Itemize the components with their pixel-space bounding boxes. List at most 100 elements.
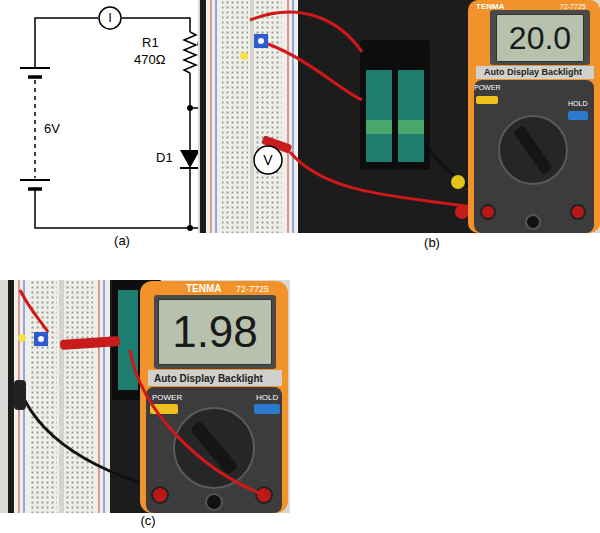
model-number: 72-7725 xyxy=(560,3,586,11)
photo-b xyxy=(250,0,254,233)
hold-button xyxy=(254,404,280,414)
meter-reading: 20.0 xyxy=(509,22,571,54)
photo-b xyxy=(366,70,392,162)
meter-face xyxy=(474,80,594,233)
rotary-dial xyxy=(174,408,254,488)
led-symbol xyxy=(180,167,200,169)
button-label: POWER xyxy=(152,393,182,402)
battery-symbol xyxy=(20,67,50,69)
button-label: HOLD xyxy=(568,100,587,108)
meter-circle xyxy=(254,146,282,174)
photo-c xyxy=(118,290,138,390)
button-label: POWER xyxy=(474,84,500,92)
red-wire xyxy=(130,350,264,495)
photo-c xyxy=(99,280,100,513)
meter-body xyxy=(468,0,600,233)
croc-clip xyxy=(14,380,26,410)
socket xyxy=(152,487,168,503)
battery-symbol xyxy=(28,187,42,191)
rotary-dial xyxy=(499,116,567,184)
brand-name: TENMA xyxy=(476,2,504,11)
circuit-wires xyxy=(189,73,191,150)
hold-button xyxy=(568,111,588,120)
photo-b xyxy=(211,0,212,233)
voltmeter-symbol: V xyxy=(253,145,283,175)
lcd-bezel xyxy=(154,295,276,369)
panel-caption: (c) xyxy=(140,514,155,529)
red-wire xyxy=(268,44,362,100)
button-label: HOLD xyxy=(256,393,278,402)
junction-dot xyxy=(187,225,193,231)
red-wire xyxy=(250,12,362,52)
photo-b xyxy=(222,0,248,233)
photo-b xyxy=(200,0,500,233)
led xyxy=(18,334,26,342)
led-symbol xyxy=(180,150,200,168)
photo-b xyxy=(198,0,600,233)
socket xyxy=(526,215,540,229)
part-name: D1 xyxy=(156,151,173,166)
battery-holder xyxy=(360,40,430,170)
multimeter: TENMA 72-7725Auto Display BacklightPOWER H… xyxy=(468,0,598,233)
lcd-bezel xyxy=(490,10,590,65)
panel-text: Auto Display Backlight xyxy=(154,373,263,385)
breadboard xyxy=(14,280,110,513)
power-button xyxy=(476,96,498,104)
photo-b xyxy=(258,38,264,44)
panel-text: Auto Display Backlight xyxy=(484,67,582,77)
breadboard xyxy=(206,0,298,233)
trim-pot xyxy=(254,34,268,48)
circuit-wires xyxy=(189,168,191,228)
junction-dot xyxy=(187,105,193,231)
led xyxy=(240,52,248,60)
photo-b xyxy=(398,120,424,134)
terminal xyxy=(455,205,469,219)
photo-c xyxy=(59,280,64,513)
terminal xyxy=(451,175,465,189)
croc-clip xyxy=(60,336,121,350)
red-wire xyxy=(290,152,488,210)
photo-c xyxy=(0,280,290,513)
photo-b xyxy=(288,0,289,233)
multimeter: TENMA 72-7725Auto Display BacklightPOWER H… xyxy=(140,281,288,513)
battery-symbol xyxy=(20,179,50,181)
resistor-symbol xyxy=(184,32,196,73)
photo-c xyxy=(0,280,290,513)
photo-b xyxy=(366,120,392,134)
socket xyxy=(206,494,222,510)
lcd-display: 1.98 xyxy=(158,299,272,365)
battery-dashes xyxy=(34,80,36,178)
trim-pot xyxy=(34,332,48,346)
photo-c xyxy=(104,280,105,513)
brand-name: TENMA xyxy=(186,283,222,295)
photo-b xyxy=(216,0,217,233)
circuit-wires xyxy=(122,18,190,32)
panel-caption: (b) xyxy=(424,236,440,251)
meter-reading: 1.98 xyxy=(172,310,258,354)
battery-symbol xyxy=(28,75,42,79)
photo-c xyxy=(38,336,44,342)
meter-circle xyxy=(99,7,121,29)
part-name: R1 xyxy=(142,36,159,51)
photo-c xyxy=(66,280,93,513)
red-wire xyxy=(20,290,48,332)
photo-b xyxy=(398,70,424,162)
component-value: 470Ω xyxy=(134,53,165,68)
ammeter-symbol: I xyxy=(98,6,122,30)
photo-b xyxy=(293,0,294,233)
model-number: 72-7725 xyxy=(236,284,269,294)
socket xyxy=(571,205,585,219)
meter-letter: I xyxy=(108,11,112,26)
circuit-wires xyxy=(35,18,98,68)
socket xyxy=(481,205,495,219)
label-band xyxy=(148,370,282,386)
junction-dot xyxy=(187,105,193,111)
photo-b xyxy=(513,125,553,174)
meter-letter: V xyxy=(263,152,272,168)
panel-caption: (a) xyxy=(114,234,130,249)
component-value: 6V xyxy=(44,122,60,137)
meter-body xyxy=(140,281,288,513)
